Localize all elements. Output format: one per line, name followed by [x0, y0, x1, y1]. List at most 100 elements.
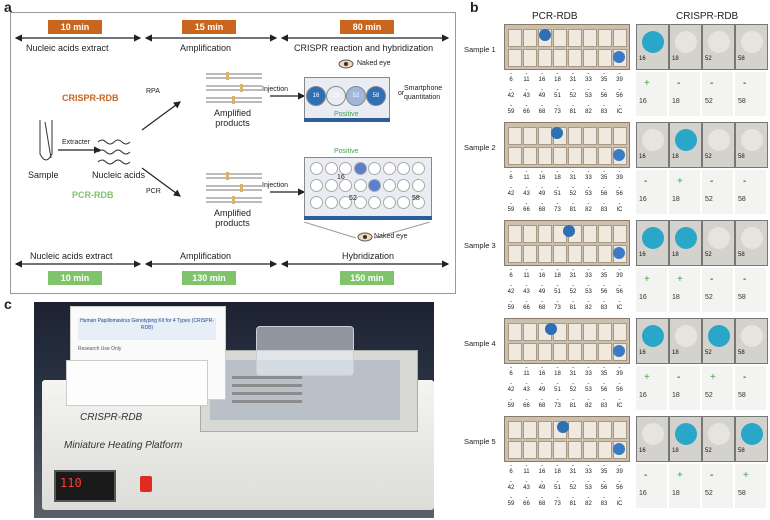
pcr-strip-cell [523, 421, 537, 439]
crispr-well-photo: 52 [702, 122, 735, 168]
pcr-strip-cell [553, 29, 567, 47]
panel-label-b: b [470, 0, 479, 15]
pcr-positive-dot [557, 421, 569, 433]
pcr-grid-label: 56 [600, 485, 608, 491]
crispr-result-box: -18 [669, 366, 700, 410]
pcr-grid-mark: - [572, 283, 574, 289]
pcr-grid-mark: - [587, 283, 590, 289]
pcr-grid-mark: - [541, 87, 543, 93]
pcr-grid-label: 56 [600, 387, 608, 393]
pcr-grid-label: 6 [509, 175, 513, 181]
panel-a-frame [10, 12, 456, 294]
pcr-strip-cell [583, 147, 597, 165]
pcr-grid-mark: - [603, 283, 605, 289]
pcr-grid-mark: - [587, 495, 590, 501]
pcr-grid-label: 53 [585, 93, 592, 99]
pcr-strip-cell [568, 127, 582, 145]
pcr-grid-label: 83 [600, 305, 608, 311]
crispr-well-photo: 52 [702, 24, 735, 70]
pcr-grid-label: 16 [538, 273, 546, 279]
pcr-strip-cell [538, 225, 552, 243]
crispr-well-photo: 16 [636, 416, 669, 462]
pcr-grid-label: 68 [538, 305, 546, 311]
pcr-chip-well [310, 162, 323, 175]
pcr-chip-well [368, 179, 381, 192]
pcr-grid-label: 39 [616, 77, 623, 83]
pcr-strip-cell [583, 323, 597, 341]
pcr-grid-mark: - [572, 299, 574, 305]
pcr-grid-mark: - [510, 185, 512, 191]
device-title: CRISPR-RDB [80, 412, 143, 423]
pcr-grid-mark: - [618, 397, 621, 403]
crispr-well-number: 16 [639, 448, 646, 454]
pcr-strip-cell [538, 245, 552, 263]
transparent-lid [256, 326, 354, 376]
pcr-strip-cell [538, 441, 552, 459]
pcr-strip-cell [598, 127, 612, 145]
sample-row: Sample 1-6-11-16-18-31-33-35-39-42-43-49… [464, 24, 770, 122]
pcr-grid-mark: - [510, 169, 512, 175]
pcr-grid-label: 42 [507, 485, 515, 491]
crispr-well-dot [708, 129, 730, 151]
pcr-grid-mark: - [618, 495, 621, 501]
label-or: or [398, 90, 405, 97]
crispr-result-box: -58 [735, 366, 766, 410]
pcr-grid-mark: - [603, 463, 605, 469]
pcr-grid-label: 39 [616, 371, 623, 377]
pcr-strip-cell [523, 245, 537, 263]
pcr-grid-label: 31 [569, 175, 577, 181]
crispr-result-number: 52 [705, 294, 713, 301]
crispr-result-number: 18 [672, 294, 680, 301]
pcr-strip-cell [568, 29, 582, 47]
pcr-grid-mark: - [525, 299, 528, 305]
crispr-result-sign: + [677, 470, 683, 481]
crispr-well-number: 16 [639, 56, 646, 62]
pcr-grid-mark: - [510, 365, 512, 371]
pcr-strip-cell [598, 323, 612, 341]
pcr-strip-cell [538, 127, 552, 145]
pcr-grid-label: 42 [507, 191, 515, 197]
pcr-grid-label: 11 [523, 77, 530, 83]
pcr-grid-label: 18 [554, 371, 561, 377]
pcr-grid-label: 39 [616, 273, 623, 279]
pcr-grid-label: 43 [523, 191, 530, 197]
label-amplified-bottom: Amplified products [214, 208, 252, 228]
pcr-grid-mark: - [510, 71, 512, 77]
pcr-chip-well [368, 196, 381, 209]
crispr-well-number: 58 [738, 448, 745, 454]
pcr-grid-mark: - [510, 283, 512, 289]
pcr-chip-well [397, 162, 410, 175]
crispr-well-dot [642, 129, 664, 151]
pcr-grid-mark: - [572, 479, 574, 485]
crispr-result-sign: + [710, 372, 716, 383]
crispr-result-sign: - [743, 176, 747, 187]
pcr-grid-label: 73 [554, 109, 561, 115]
pcr-grid-label: 49 [538, 289, 546, 295]
label-injection-top: Injection [262, 86, 289, 93]
pcr-grid-label: 33 [585, 371, 592, 377]
crispr-well-photo: 52 [702, 318, 735, 364]
pcr-grid-mark: - [541, 381, 543, 387]
pcr-grid-mark: - [556, 169, 559, 175]
pcr-grid-mark: - [556, 87, 559, 93]
crispr-result-sign: + [644, 372, 650, 383]
col-header-pcr-rdb: PCR-RDB [532, 11, 578, 22]
crispr-result-box: -58 [735, 72, 766, 116]
pcr-grid-mark: - [525, 381, 528, 387]
pcr-grid-mark: - [556, 201, 559, 207]
flow-arrows [58, 92, 306, 197]
pcr-grid-mark: - [572, 185, 574, 191]
pcr-strip-cell [553, 343, 567, 361]
top-step-amplification: Amplification [180, 43, 232, 53]
pcr-grid-label: 53 [585, 485, 592, 491]
pcr-grid-mark: - [556, 283, 559, 289]
crispr-result-number: 58 [738, 196, 746, 203]
pcr-grid-label: 51 [554, 289, 561, 295]
sample-row: Sample 4-6-11-16-18-31-33-35-39-42-43-49… [464, 318, 770, 416]
pcr-grid-mark: - [587, 479, 590, 485]
pcr-strip-cell [598, 225, 612, 243]
crispr-well-photo: 16 [636, 318, 669, 364]
sample-label: Sample 4 [464, 339, 496, 348]
pcr-grid-mark: - [618, 267, 621, 273]
pcr-strip-cell [583, 343, 597, 361]
